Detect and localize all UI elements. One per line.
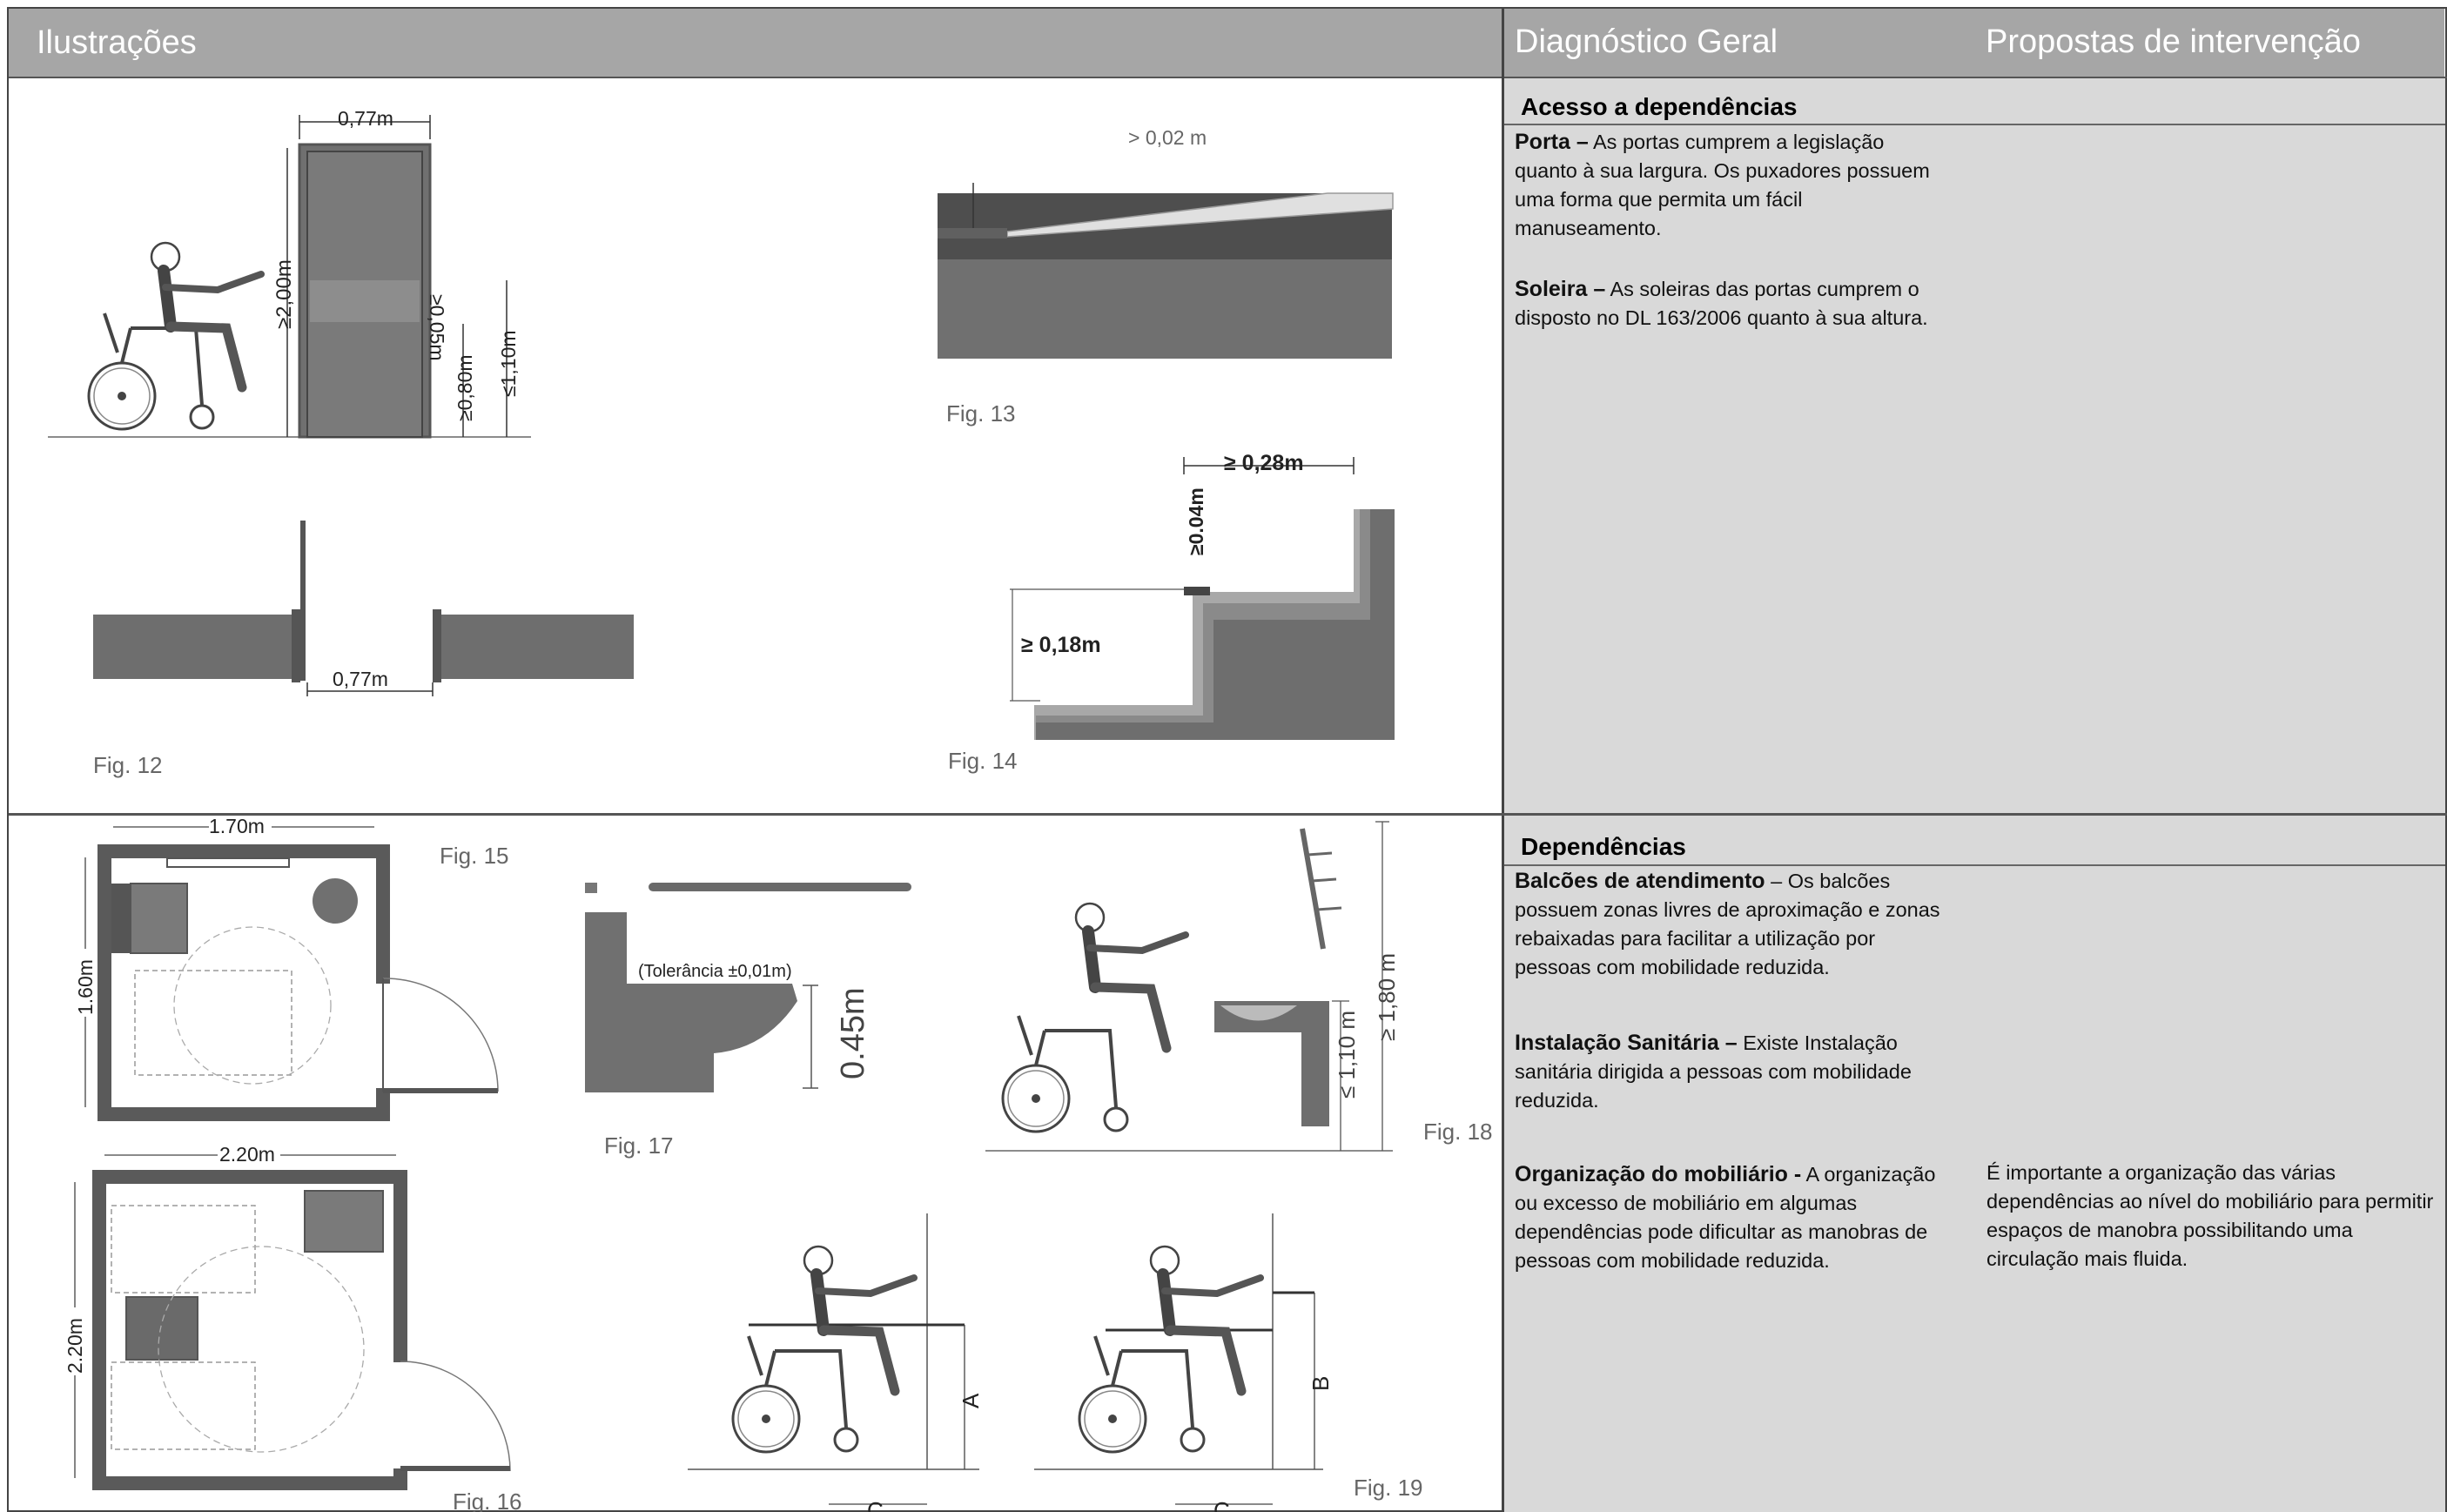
fig12-door-plan: 0,77m (93, 521, 634, 696)
fig13-caption: Fig. 13 (946, 400, 1016, 427)
threshold-label: Soleira – (1515, 277, 1606, 301)
label-c1: C (867, 1497, 884, 1512)
wc1-width-label: 1.70m (209, 815, 265, 837)
fig15-wc-plan: 1.70m 1.60m (74, 815, 499, 1121)
counters-label: Balcões de atendimento (1515, 869, 1765, 893)
section-rooms-title: Dependências (1521, 833, 1686, 860)
sink-max-label: ≤ 1,10 m (1334, 1011, 1360, 1099)
seat-height-label: 0.45m (835, 987, 871, 1079)
section-access-rule (1504, 124, 2445, 125)
furniture-paragraph: Organização do mobiliário - A organizaçã… (1515, 1160, 1950, 1275)
fig19-caption: Fig. 19 (1354, 1475, 1423, 1501)
label-c2: C (1213, 1497, 1230, 1512)
fig14-caption: Fig. 14 (948, 748, 1018, 774)
furniture-proposal: É importante a organização das várias de… (1987, 1161, 2434, 1270)
illustrations-header: Ilustrações (9, 9, 1502, 77)
threshold-paragraph: Soleira – As soleiras das portas cumprem… (1515, 275, 1950, 333)
row-divider (9, 813, 2447, 816)
threshold-text: As soleiras das portas cumprem o dispost… (1515, 278, 1928, 329)
fig13-threshold: > 0,02 m (938, 126, 1394, 359)
illustrations-title: Ilustrações (37, 24, 197, 61)
fig14-step: ≥ 0,28m ≥0.04m ≥ 0,18m (1010, 451, 1395, 740)
door-height-label: ≥2,00m (272, 259, 296, 329)
tolerance-label: (Tolerância ±0,01m) (638, 962, 792, 981)
nosing-label: ≥0.04m (1185, 487, 1207, 555)
section-rooms-rule (1504, 864, 2445, 866)
section-access-title: Acesso a dependências (1521, 93, 1798, 120)
handle-max-label: ≤1,10m (497, 330, 520, 397)
section-rooms-panel (1504, 816, 2445, 1512)
diagnosis-title: Diagnóstico Geral (1515, 24, 1778, 60)
riser-label: ≥ 0,18m (1021, 633, 1101, 657)
fig15-caption: Fig. 15 (440, 843, 509, 869)
fig17-toilet-height: (Tolerância ±0,01m) 0.45m (585, 883, 911, 1092)
label-a: A (958, 1393, 984, 1408)
column-divider (1502, 7, 1504, 1512)
tread-label: ≥ 0,28m (1224, 451, 1304, 475)
wc1-height-label: 1.60m (74, 959, 97, 1015)
fig17-caption: Fig. 17 (604, 1132, 674, 1159)
header-divider (9, 77, 2447, 78)
door-label: Porta – (1515, 130, 1589, 154)
handle-min-label: ≥0,80m (454, 354, 476, 421)
proposals-title: Propostas de intervenção (1986, 24, 2361, 60)
plan-width-label: 0,77m (333, 668, 388, 690)
fig19-counters: A C B C (688, 1213, 1334, 1512)
furniture-label: Organização do mobiliário - (1515, 1162, 1802, 1186)
door-paragraph: Porta – As portas cumprem a legislação q… (1515, 128, 1950, 243)
illustrations-canvas: 0,77m ≥2,00m ≥0,05m ≥0,80m ≤1,10m 0,77m … (48, 107, 1400, 1512)
toilet-label: Instalação Sanitária – (1515, 1031, 1738, 1055)
counters-text: – Os balcões possuem zonas livres de apr… (1515, 870, 1940, 978)
fig12-caption: Fig. 12 (93, 752, 163, 778)
wc2-width-label: 2.20m (219, 1143, 275, 1166)
fig16-wc-plan: 2.20m 2.20m (64, 1143, 511, 1490)
page-frame (7, 7, 2447, 1512)
toilet-paragraph: Instalação Sanitária – Existe Instalação… (1515, 1029, 1950, 1115)
toilet-text: Existe Instalação sanitária dirigida a p… (1515, 1032, 1912, 1112)
handle-band-label: ≥0,05m (426, 294, 448, 361)
diagnosis-header: Diagnóstico Geral Propostas de intervenç… (1504, 9, 2444, 77)
threshold-label: > 0,02 m (1128, 126, 1207, 149)
door-width-label: 0,77m (338, 107, 393, 130)
mirror-height-label: ≥ 1,80 m (1374, 953, 1400, 1041)
fig16-caption: Fig. 16 (453, 1488, 522, 1512)
counters-paragraph: Balcões de atendimento – Os balcões poss… (1515, 867, 1950, 982)
furniture-text: A organização ou excesso de mobiliário e… (1515, 1163, 1936, 1272)
fig12-door-elevation: 0,77m ≥2,00m ≥0,05m ≥0,80m ≤1,10m (48, 107, 531, 439)
door-text: As portas cumprem a legislação quanto à … (1515, 131, 1930, 239)
fig18-caption: Fig. 18 (1423, 1119, 1493, 1145)
fig18-sink: ≤ 1,10 m ≥ 1,80 m (985, 821, 1400, 1152)
label-b: B (1308, 1376, 1334, 1391)
wc2-height-label: 2.20m (64, 1318, 86, 1374)
section-access-panel (1504, 78, 2445, 813)
